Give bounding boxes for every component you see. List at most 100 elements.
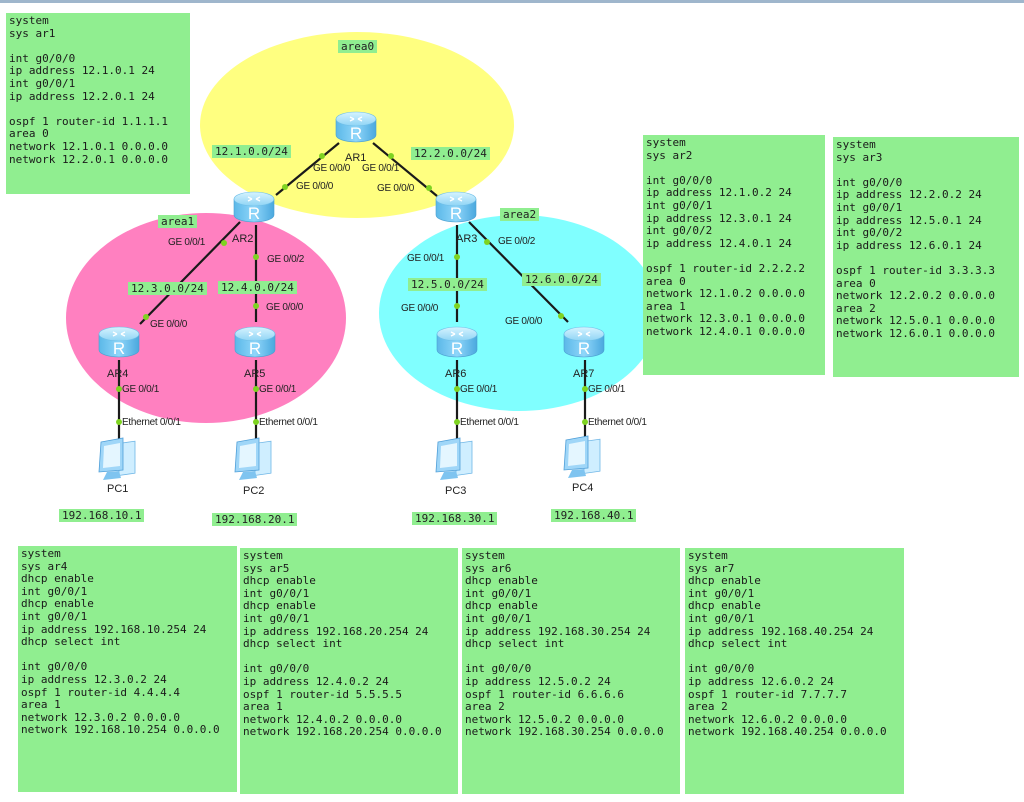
config-line: network 12.1.0.1 0.0.0.0 [9, 139, 168, 153]
router-ar1-icon [335, 111, 377, 144]
config-line: sys ar4 [21, 559, 68, 573]
router-ar5-name[interactable]: AR5 [244, 368, 266, 380]
config-line: dhcp enable [21, 572, 94, 586]
config-line: ip address 12.2.0.2 24 [836, 188, 982, 202]
pc1-icon [98, 437, 136, 481]
config-line: int g0/0/1 [465, 586, 532, 600]
link-ar2-ar4 [139, 221, 241, 325]
port-label: GE 0/0/0 [377, 183, 415, 194]
port-dot [454, 303, 460, 309]
config-line: area 2 [465, 700, 505, 714]
config-line: network 192.168.40.254 0.0.0.0 [688, 725, 887, 739]
config-line: sys ar6 [465, 561, 512, 575]
config-line: int g0/0/1 [243, 586, 310, 600]
network-label-12-4: 12.4.0.0/24 [218, 281, 297, 294]
network-label-12-5: 12.5.0.0/24 [408, 278, 487, 291]
config-line: int g0/0/1 [9, 76, 76, 90]
area1-zone [66, 213, 346, 423]
config-line: system [243, 549, 283, 562]
port-dot [388, 153, 394, 159]
network-label-12-1: 12.1.0.0/24 [212, 145, 291, 158]
link-ar3-ar7 [468, 221, 569, 323]
config-line: int g0/0/0 [646, 173, 713, 187]
area1-label: area1 [158, 215, 198, 228]
config-line: int g0/0/1 [688, 611, 755, 625]
port-dot [454, 419, 460, 425]
config-line: network 192.168.10.254 0.0.0.0 [21, 723, 220, 737]
config-line: system [836, 138, 876, 151]
config-line: area 0 [646, 274, 686, 288]
router-ar4-name[interactable]: AR4 [107, 368, 129, 380]
config-line [9, 103, 187, 116]
port-label: GE 0/0/1 [460, 384, 498, 395]
config-line: ip address 12.3.0.1 24 [646, 211, 792, 225]
config-line: network 12.1.0.2 0.0.0.0 [646, 287, 805, 301]
config-line: int g0/0/0 [21, 660, 88, 674]
port-label: GE 0/0/0 [266, 302, 304, 313]
router-ar6-name[interactable]: AR6 [445, 368, 467, 380]
config-line: area 2 [688, 700, 728, 714]
port-label: Ethernet 0/0/1 [122, 417, 181, 428]
pc3-name[interactable]: PC3 [445, 485, 467, 497]
network-label-12-3: 12.3.0.0/24 [128, 282, 207, 295]
port-label: GE 0/0/2 [498, 236, 536, 247]
config-line [646, 162, 822, 175]
pc1-ip-label: 192.168.10.1 [59, 509, 145, 522]
router-ar1-name[interactable]: AR1 [345, 152, 367, 164]
port-label: GE 0/0/0 [296, 181, 334, 192]
router-ar2-icon [233, 191, 275, 224]
config-line: int g0/0/0 [688, 662, 755, 676]
config-line: network 12.2.0.2 0.0.0.0 [836, 289, 995, 303]
config-line: sys ar2 [646, 148, 693, 162]
config-line: ip address 192.168.20.254 24 [243, 624, 429, 638]
pc2-name[interactable]: PC2 [243, 485, 265, 497]
config-line: dhcp enable [688, 599, 761, 613]
config-line: ip address 12.6.0.1 24 [836, 238, 982, 252]
port-dot [282, 184, 288, 190]
config-line: ip address 12.5.0.2 24 [465, 674, 611, 688]
config-line: area 1 [646, 299, 686, 313]
port-dot [116, 419, 122, 425]
config-line: ospf 1 router-id 1.1.1.1 [9, 114, 168, 128]
config-line: ospf 1 router-id 5.5.5.5 [243, 687, 402, 701]
config-line: int g0/0/2 [646, 224, 713, 238]
config-line: dhcp enable [21, 597, 94, 611]
port-label: GE 0/0/1 [407, 253, 445, 264]
pc1-name[interactable]: PC1 [107, 483, 129, 495]
config-line: ip address 192.168.30.254 24 [465, 624, 651, 638]
port-dot [143, 314, 149, 320]
pc4-name[interactable]: PC4 [572, 482, 594, 494]
pc4-icon [563, 435, 601, 479]
config-line: int g0/0/1 [243, 611, 310, 625]
config-line: network 192.168.20.254 0.0.0.0 [243, 725, 442, 739]
port-label: GE 0/0/2 [267, 254, 305, 265]
pc2-ip-label: 192.168.20.1 [212, 513, 298, 526]
config-line: network 12.6.0.2 0.0.0.0 [688, 712, 847, 726]
config-line: sys ar3 [836, 150, 883, 164]
port-dot [253, 303, 259, 309]
config-line: area 1 [21, 698, 61, 712]
config-line: int g0/0/1 [646, 198, 713, 212]
config-line: network 12.3.0.2 0.0.0.0 [21, 710, 180, 724]
area0-label: area0 [338, 40, 378, 53]
config-line: int g0/0/2 [836, 226, 903, 240]
port-dot [558, 313, 564, 319]
config-line: network 12.6.0.1 0.0.0.0 [836, 326, 995, 340]
router-ar3-name[interactable]: AR3 [456, 233, 478, 245]
config-line: network 12.5.0.2 0.0.0.0 [465, 712, 624, 726]
window-top-border [0, 0, 1024, 3]
router-ar7-icon [563, 326, 605, 359]
config-line: int g0/0/0 [243, 662, 310, 676]
router-ar7-name[interactable]: AR7 [573, 368, 595, 380]
config-line: ip address 192.168.40.254 24 [688, 624, 874, 638]
router-ar2-name[interactable]: AR2 [232, 233, 254, 245]
config-line: network 12.4.0.1 0.0.0.0 [646, 324, 805, 338]
config-line: ip address 192.168.10.254 24 [21, 622, 207, 636]
config-line: sys ar7 [688, 561, 735, 575]
pc3-icon [435, 437, 473, 481]
network-label-12-6: 12.6.0.0/24 [522, 273, 601, 286]
